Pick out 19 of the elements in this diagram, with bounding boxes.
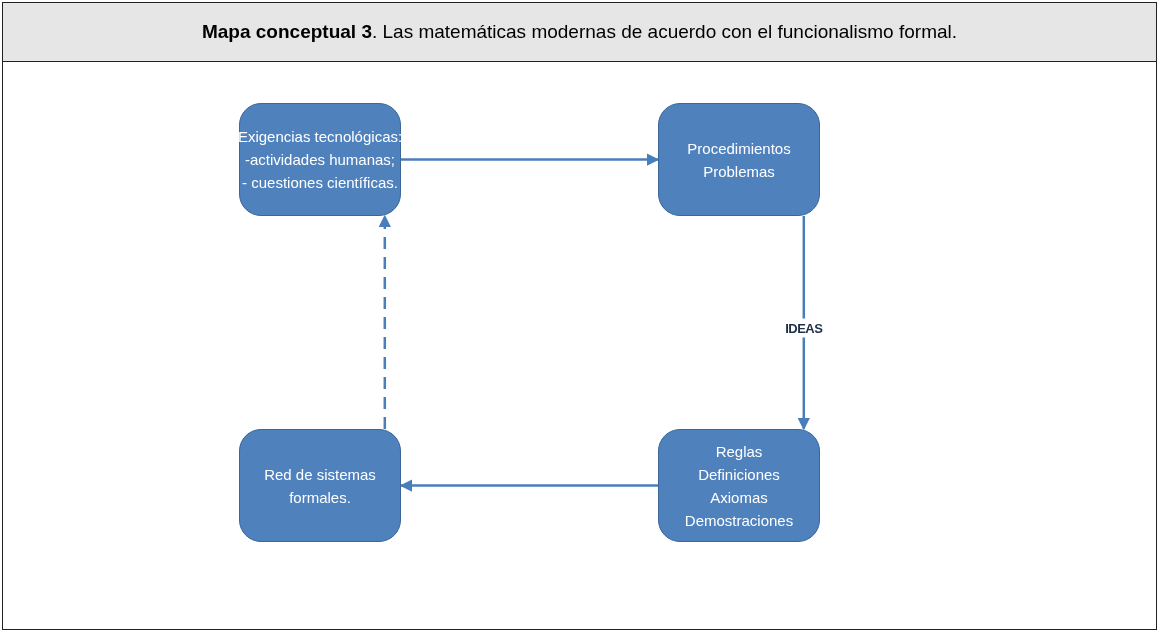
concept-text: Problemas xyxy=(703,161,775,182)
concept-text: Axiomas xyxy=(710,487,768,508)
concept-box xyxy=(239,429,401,542)
concept-text: Demostraciones xyxy=(684,510,794,531)
arrow xyxy=(399,479,658,492)
concept-text: Exigencias tecnológicas: xyxy=(237,127,403,147)
diagram-title: Mapa conceptual 3. Las matemáticas modernas de acuerdo con el funcionalismo formal. xyxy=(201,21,958,43)
concept-text: Reglas xyxy=(715,441,763,462)
concept-text: Procedimientos xyxy=(687,138,791,159)
concept-box xyxy=(658,429,820,542)
concept-text: Definiciones xyxy=(698,464,780,485)
arrow xyxy=(401,153,660,166)
concept-box xyxy=(658,103,820,216)
concept-text: Red de sistemas formales. xyxy=(263,464,377,508)
concept-text: -actividades humanas; xyxy=(244,150,396,170)
concept-box xyxy=(239,103,401,216)
concept-text: - cuestiones científicas. xyxy=(242,173,398,193)
arrow xyxy=(797,216,811,431)
dashed-arrow xyxy=(378,214,392,429)
